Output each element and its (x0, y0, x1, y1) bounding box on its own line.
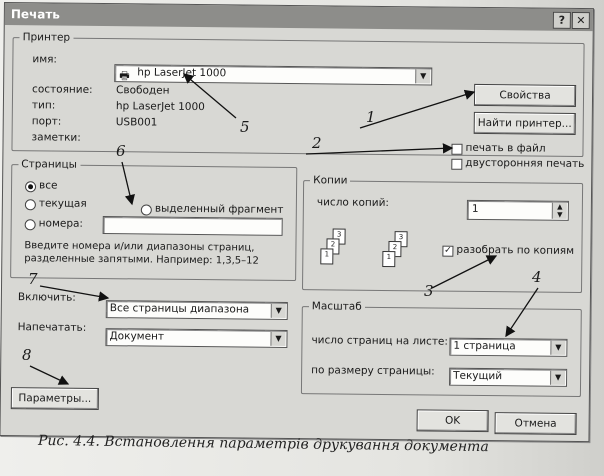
annotation-7: 7 (28, 270, 38, 288)
arrow-8 (29, 365, 70, 385)
annotation-1: 1 (366, 108, 376, 126)
arrow-3 (431, 255, 498, 289)
arrow-7 (39, 285, 110, 302)
arrow-6 (121, 161, 135, 206)
arrow-5 (183, 73, 237, 119)
arrow-4 (505, 287, 539, 338)
annotation-8: 8 (22, 346, 32, 364)
annotation-3: 3 (424, 282, 434, 300)
arrow-1 (359, 89, 476, 129)
annotation-5: 5 (240, 118, 250, 136)
annotation-2: 2 (312, 134, 322, 152)
annotation-4: 4 (532, 268, 542, 286)
annotation-6: 6 (116, 142, 126, 160)
arrow-2 (305, 143, 454, 155)
